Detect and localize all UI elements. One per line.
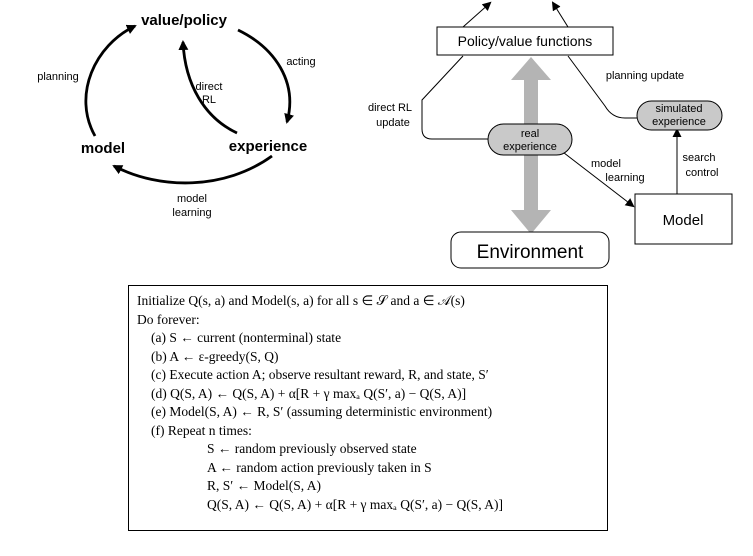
- direct-rl-label-1: direct: [196, 81, 223, 93]
- top-right-arrow: [551, 1, 569, 28]
- planning-label: planning: [37, 71, 79, 83]
- model-learning-arrow: [112, 154, 273, 185]
- acting-arrow: [237, 28, 294, 124]
- algo-line-f4: Q(S, A) ← Q(S, A) + α[R + γ maxₐ Q(S′, a…: [207, 496, 504, 512]
- model-box: [634, 193, 733, 245]
- real-experience-label-2: experience: [503, 141, 557, 153]
- search-control-label-1: search: [682, 152, 715, 164]
- policy-value-box: [436, 26, 614, 56]
- model-learning-line: [554, 145, 635, 208]
- policy-value-label: Policy/value functions: [458, 33, 593, 49]
- direct-rl-label-2: RL: [202, 94, 216, 106]
- model-learning-right-label-1: model: [591, 158, 621, 170]
- search-control-label-2: control: [685, 167, 718, 179]
- tabular-dyna-q-algorithm: Initialize Q(s, a) and Model(s, a) for a…: [128, 285, 608, 531]
- algo-line-f: (f) Repeat n times:: [151, 422, 252, 438]
- model-box-label: Model: [663, 212, 704, 229]
- acting-label: acting: [286, 56, 315, 68]
- planning-update-label: planning update: [606, 70, 684, 82]
- planning-update-line: [567, 55, 640, 119]
- model-learning-label-1: model: [177, 193, 207, 205]
- planning-arrow: [84, 24, 137, 137]
- simulated-experience-label-2: experience: [652, 116, 706, 128]
- algo-line-a: (a) S ← current (nonterminal) state: [151, 330, 342, 345]
- algo-line-initialize: Initialize Q(s, a) and Model(s, a) for a…: [137, 293, 465, 308]
- real-experience-node: [487, 123, 573, 156]
- simulated-experience-node: [636, 100, 723, 131]
- experience-label: experience: [229, 138, 307, 155]
- dyna-diagrams: value/policy experience model acting pla…: [37, 1, 733, 269]
- algo-line-do-forever: Do forever:: [137, 311, 200, 327]
- left-cycle-diagram: value/policy experience model acting pla…: [37, 12, 315, 219]
- top-left-arrow: [462, 1, 492, 28]
- model-label: model: [81, 140, 125, 157]
- algo-line-f3: R, S′ ← Model(S, A): [207, 478, 321, 493]
- environment-label: Environment: [477, 242, 584, 263]
- real-experience-label-1: real: [521, 128, 539, 140]
- simulated-experience-label-1: simulated: [655, 103, 702, 115]
- algo-line-f1: S ← random previously observed state: [207, 441, 417, 456]
- direct-rl-arrow: [178, 40, 238, 135]
- model-learning-label-2: learning: [172, 207, 211, 219]
- model-learning-right-label-2: learning: [605, 172, 644, 184]
- algo-line-c: (c) Execute action A; observe resultant …: [151, 367, 489, 382]
- algo-line-b: (b) A ← ε-greedy(S, Q): [151, 348, 279, 364]
- direct-rl-update-label-1: direct RL: [368, 102, 412, 114]
- value-policy-label: value/policy: [141, 12, 228, 29]
- algo-line-e: (e) Model(S, A) ← R, S′ (assuming determ…: [151, 404, 493, 419]
- right-architecture-diagram: Policy/value functions real experience s…: [368, 1, 733, 269]
- direct-rl-update-label-2: update: [376, 117, 410, 129]
- algo-line-f2: A ← random action previously taken in S: [207, 459, 432, 475]
- environment-box: [450, 231, 610, 269]
- algo-line-d: (d) Q(S, A) ← Q(S, A) + α[R + γ maxₐ Q(S…: [151, 385, 467, 401]
- direct-rl-update-line: [421, 55, 488, 140]
